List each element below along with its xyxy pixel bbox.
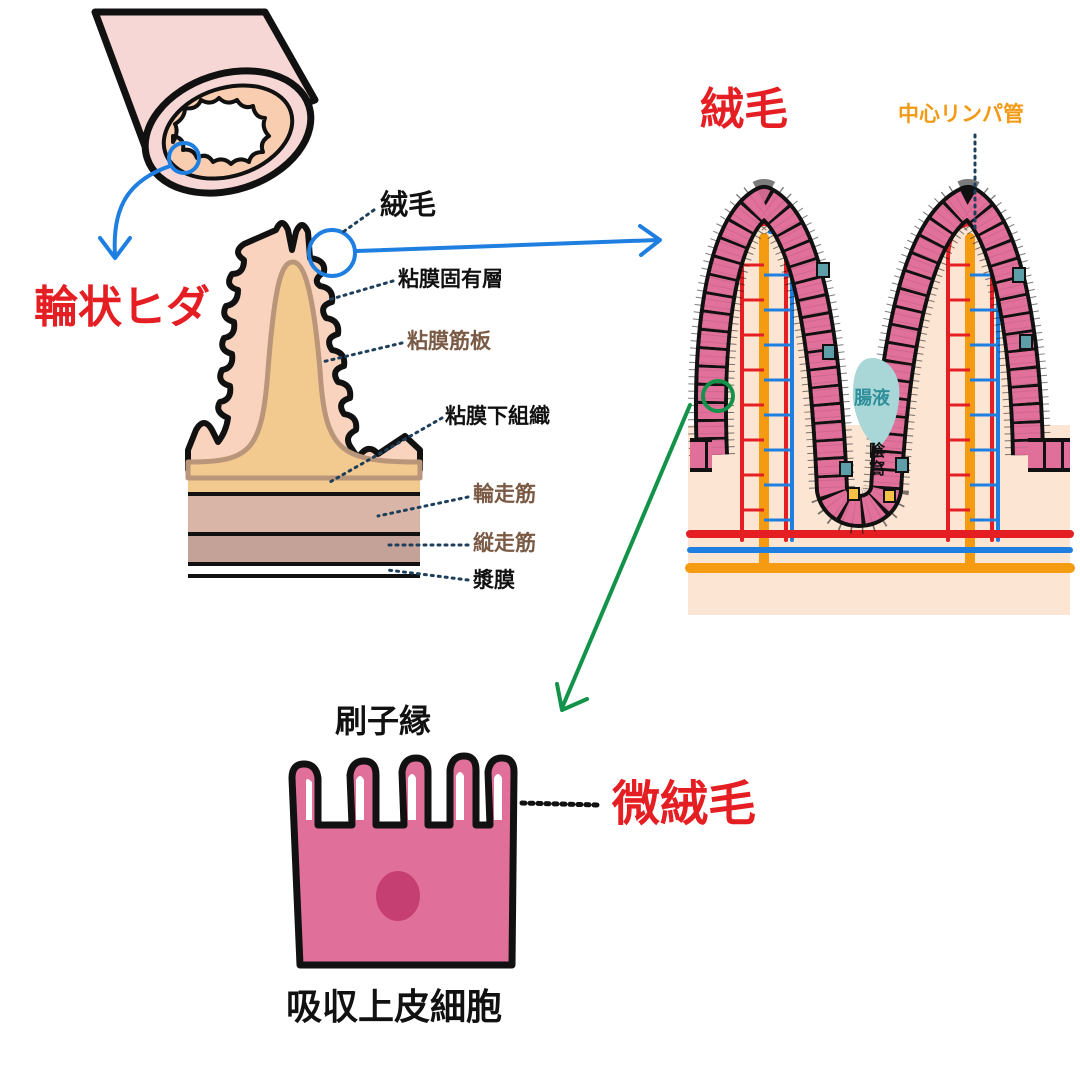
absorptive-cell-label: 吸収上皮細胞 bbox=[286, 987, 503, 1028]
intestine-tube bbox=[91, 8, 319, 197]
villus-title: 絨毛 bbox=[700, 84, 788, 135]
fold-cross-section bbox=[185, 220, 423, 578]
microvilli-label: 微絨毛 bbox=[612, 776, 757, 832]
villus-detail bbox=[685, 133, 1075, 615]
lacteal-label: 中心リンパ管 bbox=[898, 102, 1024, 126]
arrow-to-epithelial-cell bbox=[555, 379, 735, 712]
absorptive-cell bbox=[288, 752, 601, 969]
muscularis-mucosae-label: 粘膜筋板 bbox=[407, 329, 491, 353]
crypt-label: 陰窩 bbox=[869, 441, 886, 478]
villus-small-label: 絨毛 bbox=[380, 188, 437, 221]
arrow-to-circular-folds bbox=[98, 164, 172, 260]
leader-lines-fold bbox=[320, 208, 470, 582]
longitudinal-muscle-label: 縦走筋 bbox=[473, 531, 536, 555]
serosa-label: 漿膜 bbox=[473, 568, 515, 592]
arrow-to-villus bbox=[355, 224, 662, 257]
circular-folds-label: 輪状ヒダ bbox=[34, 282, 210, 333]
lamina-propria-label: 粘膜固有層 bbox=[398, 267, 503, 291]
brush-border-label: 刷子縁 bbox=[335, 702, 432, 740]
submucosa-label: 粘膜下組織 bbox=[445, 404, 550, 428]
circular-muscle-label: 輪走筋 bbox=[473, 482, 536, 506]
intestinal-juice-label: 腸液 bbox=[854, 388, 890, 409]
